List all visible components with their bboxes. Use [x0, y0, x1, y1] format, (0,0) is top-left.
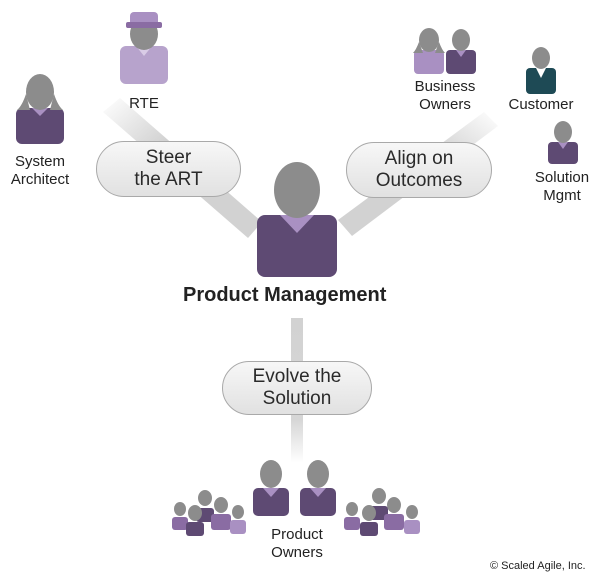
customer-icon	[526, 47, 556, 94]
align-on-outcomes-pill: Align on Outcomes	[346, 142, 492, 198]
copyright-notice: © Scaled Agile, Inc.	[490, 560, 586, 572]
rte-label: RTE	[129, 95, 159, 112]
steer-the-art-pill: Steer the ART	[96, 141, 241, 197]
right-team-icon	[344, 488, 420, 536]
system-architect-icon	[16, 74, 64, 144]
left-team-icon	[172, 490, 246, 536]
solution-mgmt-label: Solution Mgmt	[534, 169, 590, 204]
product-management-icon	[257, 162, 337, 277]
product-owners-icon	[253, 460, 336, 516]
page-title: Product Management	[183, 284, 387, 306]
system-architect-label: System Architect	[10, 153, 70, 188]
rte-icon	[120, 12, 168, 84]
solution-mgmt-icon	[548, 121, 578, 164]
evolve-the-solution-pill: Evolve the Solution	[222, 361, 372, 415]
customer-label: Customer	[508, 96, 574, 113]
product-owners-label: Product Owners	[271, 526, 323, 561]
business-owners-label: Business Owners	[414, 78, 476, 113]
business-owners-icon	[413, 28, 476, 74]
